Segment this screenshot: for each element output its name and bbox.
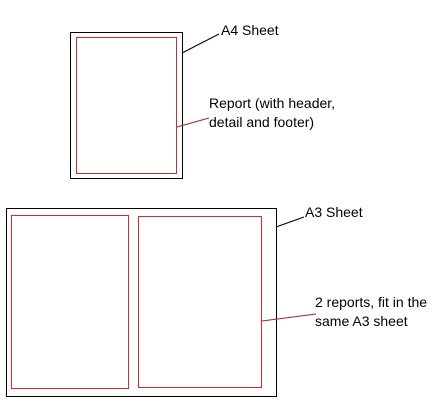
a3-sheet-label: A3 Sheet bbox=[305, 204, 363, 220]
a3-report-right bbox=[138, 216, 262, 388]
a4-report-label-line1: Report (with header, bbox=[209, 95, 335, 111]
a3-sheet bbox=[6, 208, 277, 397]
a4-report bbox=[76, 37, 177, 174]
a4-report-label-line2: detail and footer) bbox=[209, 114, 314, 130]
a3-sheet-leader-line bbox=[275, 216, 305, 228]
a4-sheet bbox=[70, 32, 183, 179]
a3-report-left bbox=[11, 215, 129, 389]
a3-reports-leader-line bbox=[261, 313, 317, 322]
a3-reports-label-line2: same A3 sheet bbox=[315, 313, 408, 329]
a4-sheet-label: A4 Sheet bbox=[221, 22, 279, 38]
a4-sheet-leader-line bbox=[181, 33, 220, 54]
a3-reports-label-line1: 2 reports, fit in the bbox=[315, 294, 427, 310]
a4-report-leader-line bbox=[176, 117, 210, 128]
